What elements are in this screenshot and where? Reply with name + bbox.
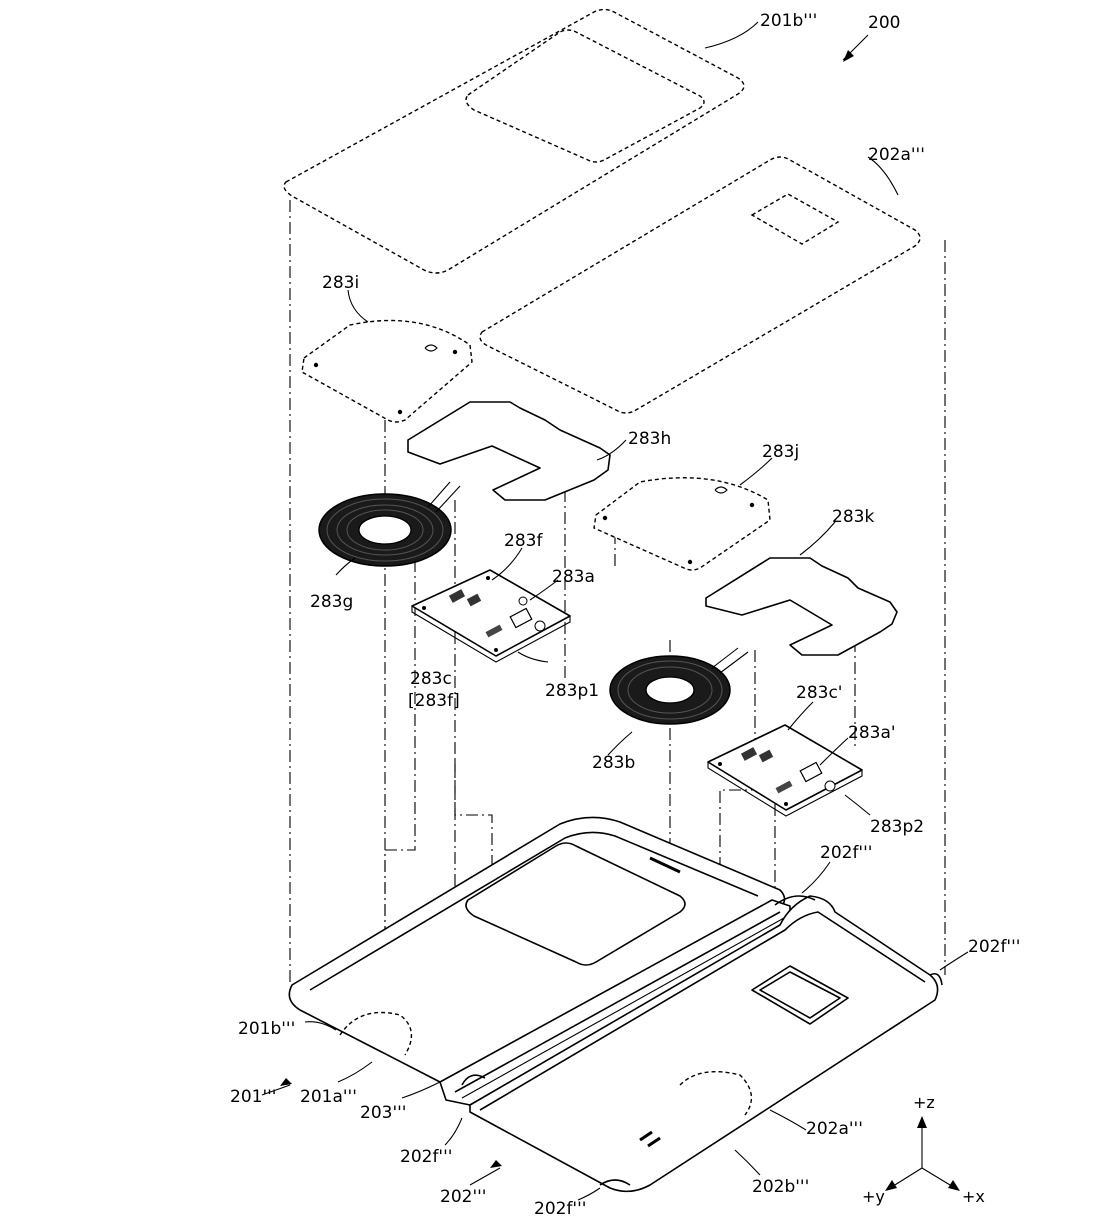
label-202a-top: 202a'''	[868, 145, 925, 165]
shield-283j	[593, 477, 771, 571]
label-283k: 283k	[832, 507, 874, 527]
label-283f-bracket: [283f]	[408, 691, 460, 711]
plate-202a	[479, 156, 921, 414]
label-283f: 283f	[504, 531, 543, 551]
label-283c: 283c	[410, 669, 452, 689]
flex-pcb-283h	[407, 401, 611, 501]
pcb-283p1	[411, 569, 571, 663]
label-201a: 201a'''	[300, 1087, 357, 1107]
label-202f-4: 202f'''	[534, 1199, 586, 1219]
label-201: 201'''	[230, 1087, 276, 1107]
leader-lines	[261, 21, 969, 1201]
label-283c-prime: 283c'	[796, 683, 842, 703]
label-202f-3: 202f'''	[400, 1147, 452, 1167]
coil-283g	[318, 481, 461, 567]
reference-arrows	[280, 34, 869, 1168]
reference-labels: 200 201b''' 202a''' 283i 283h 283j 283k …	[230, 11, 1020, 1219]
axis-x-label: +x	[962, 1187, 985, 1206]
coordinate-axes: +z +y +x	[862, 1093, 985, 1206]
label-201b-bottom: 201b'''	[238, 1019, 295, 1039]
cover-plate-201b	[283, 8, 745, 274]
pcb-283p2	[707, 724, 863, 817]
label-202: 202'''	[440, 1187, 486, 1207]
coil-283b	[609, 647, 749, 725]
label-283i: 283i	[322, 273, 359, 293]
label-203: 203'''	[360, 1103, 406, 1123]
label-202f-1: 202f'''	[820, 843, 872, 863]
label-283a-prime: 283a'	[848, 723, 896, 743]
flex-pcb-283k	[705, 557, 898, 656]
label-202b: 202b'''	[752, 1177, 809, 1197]
label-283g: 283g	[310, 592, 353, 612]
label-283h: 283h	[628, 429, 671, 449]
label-283p1: 283p1	[545, 681, 599, 701]
label-283j: 283j	[762, 442, 799, 462]
axis-y-label: +y	[862, 1187, 885, 1206]
label-202a-bottom: 202a'''	[806, 1119, 863, 1139]
axis-z-label: +z	[913, 1093, 935, 1112]
label-283a: 283a	[552, 567, 595, 587]
label-202f-2: 202f'''	[968, 937, 1020, 957]
case-assembly	[288, 816, 943, 1193]
label-201b-top: 201b'''	[760, 11, 817, 31]
shield-283i	[301, 319, 473, 423]
label-283b: 283b	[592, 753, 635, 773]
label-200: 200	[868, 13, 900, 33]
label-283p2: 283p2	[870, 817, 924, 837]
